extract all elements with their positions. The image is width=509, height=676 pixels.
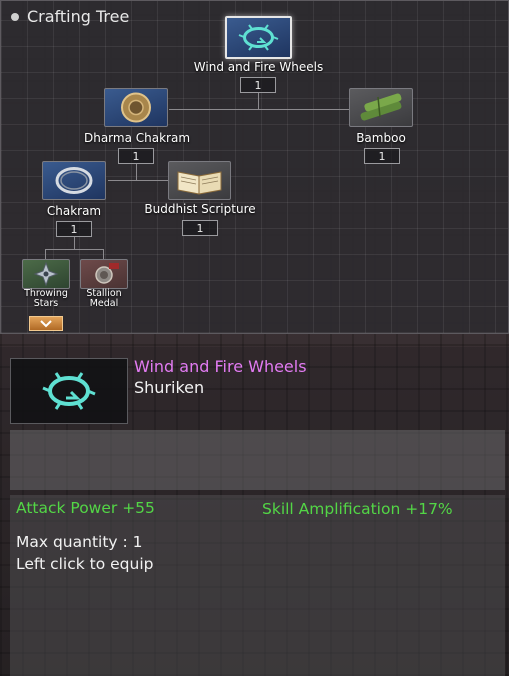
connector-line [74, 237, 75, 249]
golden-disc-icon [121, 92, 151, 123]
tree-node-buddhist-scripture[interactable] [168, 161, 231, 200]
tree-node-quantity: 1 [56, 221, 92, 237]
book-icon [177, 171, 222, 195]
tree-node-label: Stallion Medal [86, 288, 122, 309]
equip-hint-text: Left click to equip [16, 555, 154, 573]
tree-node-label: Throwing Stars [24, 288, 68, 309]
spiked-ring-icon [42, 372, 96, 410]
item-detail-icon-frame [10, 358, 128, 424]
connector-line [45, 249, 46, 259]
stat-attack-power: Attack Power +55 [16, 499, 155, 517]
spiked-ring-icon [238, 24, 279, 51]
tree-node-label: Wind and Fire Wheels [193, 60, 324, 74]
connector-line [136, 164, 137, 180]
item-description-box [10, 430, 505, 490]
tree-node-bamboo[interactable] [349, 88, 413, 127]
stat-skill-amplification: Skill Amplification +17% [262, 500, 453, 518]
shuriken-star-icon [33, 261, 59, 287]
item-stats-box [10, 495, 505, 676]
connector-line [103, 249, 104, 259]
tree-node-label: Buddhist Scripture [144, 202, 256, 216]
expand-tree-button[interactable] [29, 316, 63, 331]
tree-node-label: Bamboo [356, 131, 406, 145]
tree-node-dharma-chakram[interactable] [104, 88, 168, 127]
connector-line [108, 180, 168, 181]
bullet-icon [11, 12, 19, 21]
tree-node-throwing-stars[interactable] [22, 259, 70, 289]
item-type: Shuriken [134, 378, 205, 397]
crafting-tree-title: Crafting Tree [11, 7, 129, 26]
ring-icon [55, 167, 93, 194]
connector-line [258, 92, 259, 110]
bamboo-icon [360, 93, 402, 121]
item-name: Wind and Fire Wheels [134, 357, 307, 376]
max-quantity-text: Max quantity : 1 [16, 533, 143, 551]
tree-node-quantity: 1 [118, 148, 154, 164]
tree-node-quantity: 1 [240, 77, 276, 93]
tree-node-label: Chakram [46, 204, 102, 218]
chevron-down-icon [40, 319, 52, 327]
tree-node-wind-and-fire-wheels[interactable] [225, 16, 292, 59]
connector-line [169, 109, 350, 110]
crafting-tree-panel: Crafting Tree Wind and Fire Wheels 1 Dha… [0, 0, 509, 334]
tree-node-stallion-medal[interactable] [80, 259, 128, 289]
tree-node-label: Dharma Chakram [83, 131, 191, 145]
tree-node-quantity: 1 [182, 220, 218, 236]
connector-line [45, 249, 104, 250]
tree-node-chakram[interactable] [42, 161, 106, 200]
tree-node-quantity: 1 [364, 148, 400, 164]
crafting-tree-title-text: Crafting Tree [27, 7, 130, 26]
medal-icon [95, 263, 119, 284]
